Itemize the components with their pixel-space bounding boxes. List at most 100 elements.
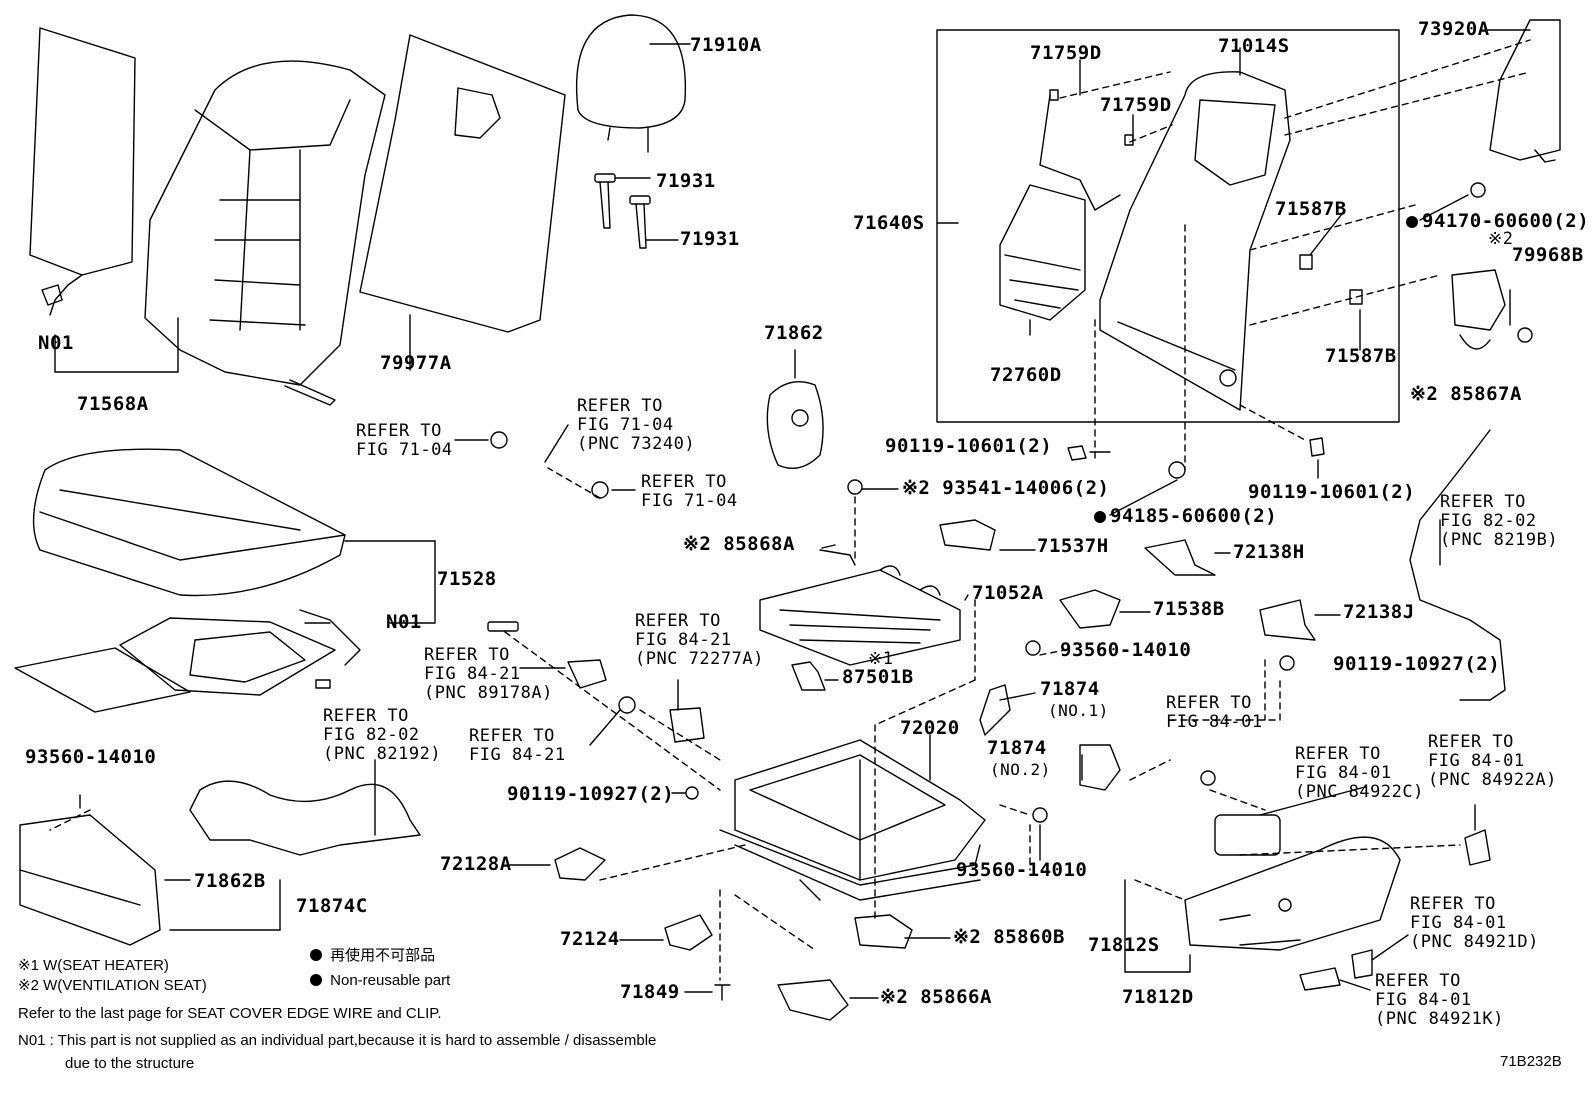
ref-fig-84-21[interactable]: REFER TO FIG 84-21 [469, 726, 566, 765]
bracket-72138J [1259, 599, 1316, 641]
headrest [575, 14, 691, 153]
part-71931-a[interactable]: 71931 [656, 170, 716, 192]
non-reusable-dot-icon [1406, 216, 1418, 228]
cushion-heater-mat [14, 609, 361, 713]
part-72138H[interactable]: 72138H [1233, 541, 1305, 563]
ref-fig-84-01-pnc84921K[interactable]: REFER TO FIG 84-01 (PNC 84921K) [1375, 971, 1504, 1029]
clip-71874-no2 [1079, 744, 1121, 791]
frame-leaders [1059, 39, 1531, 471]
seatback-cover [144, 60, 386, 406]
part-85866A[interactable]: ※2 85866A [880, 986, 992, 1008]
side-shield-73920A [1489, 19, 1561, 163]
ref-fig-84-01-pnc84922C[interactable]: REFER TO FIG 84-01 (PNC 84922C) [1295, 744, 1424, 802]
bolt-leaders-upper [547, 467, 856, 561]
part-71812S[interactable]: 71812S [1088, 934, 1160, 956]
part-90119-10927-a[interactable]: 90119-10927(2) [1333, 653, 1501, 675]
ref-fig-84-21-pnc89178A[interactable]: REFER TO FIG 84-21 (PNC 89178A) [424, 645, 553, 703]
part-71862B[interactable]: 71862B [194, 870, 266, 892]
bracket-72138H [1144, 539, 1216, 576]
part-71759D-b[interactable]: 71759D [1100, 94, 1172, 116]
ref-fig-84-21-pnc72277A[interactable]: REFER TO FIG 84-21 (PNC 72277A) [635, 611, 764, 669]
legend-w1: ※1 W(SEAT HEATER) [18, 957, 169, 974]
side-shield-71812 [1124, 836, 1401, 973]
ref-fig-71-04-b[interactable]: REFER TO FIG 71-04 [641, 472, 738, 511]
non-reusable-dot-icon [1094, 511, 1106, 523]
part-N01-back: N01 [38, 332, 74, 354]
part-71587B-a[interactable]: 71587B [1275, 198, 1347, 220]
bolt-93560-a [1025, 640, 1041, 656]
part-72124[interactable]: 72124 [560, 928, 620, 950]
seatback-board [359, 34, 566, 371]
bolts-upper [490, 431, 1325, 499]
note-edge-wire: Refer to the last page for SEAT COVER ED… [18, 1005, 442, 1022]
bolt-90119-10927 [685, 786, 699, 800]
part-71052A[interactable]: 71052A [972, 582, 1044, 604]
part-90119-10927-b[interactable]: 90119-10927(2) [507, 783, 675, 805]
part-71587B-b[interactable]: 71587B [1325, 345, 1397, 367]
part-71874-no1[interactable]: 71874 [1040, 678, 1100, 700]
part-93560-14010-c[interactable]: 93560-14010 [25, 746, 157, 768]
part-93541[interactable]: ※2 93541-14006(2) [902, 477, 1110, 499]
seat-adjuster [719, 739, 986, 901]
part-71528[interactable]: 71528 [437, 568, 497, 590]
leaders-solid [304, 29, 1531, 999]
part-72020[interactable]: 72020 [900, 717, 960, 739]
part-87501B[interactable]: 87501B [842, 666, 914, 688]
ref-fig-84-01-pnc84922A[interactable]: REFER TO FIG 84-01 (PNC 84922A) [1428, 732, 1557, 790]
part-72760D[interactable]: 72760D [990, 364, 1062, 386]
ref-fig-82-02-pnc82192[interactable]: REFER TO FIG 82-02 (PNC 82192) [323, 706, 442, 764]
part-85867A[interactable]: ※2 85867A [1410, 383, 1522, 405]
part-71538B[interactable]: 71538B [1153, 598, 1225, 620]
part-71874-no2[interactable]: 71874 [987, 737, 1047, 759]
ref-fig-84-01-a[interactable]: REFER TO FIG 84-01 [1166, 693, 1263, 732]
bolt-90119-10927-b [1279, 655, 1295, 671]
ref-fig-71-04-a[interactable]: REFER TO FIG 71-04 [356, 421, 453, 460]
part-85860B[interactable]: ※2 85860B [953, 926, 1065, 948]
blower-85860B [854, 914, 913, 949]
seatback-pad-heater [29, 27, 179, 373]
legend-en: Non-reusable part [310, 972, 450, 990]
part-94170[interactable]: 94170-60600(2) [1406, 212, 1589, 231]
cover-72128A [554, 847, 606, 881]
part-71812D[interactable]: 71812D [1122, 986, 1194, 1008]
ref-fig-84-01-pnc84921D[interactable]: REFER TO FIG 84-01 (PNC 84921D) [1410, 894, 1539, 952]
part-71759D-a[interactable]: 71759D [1030, 42, 1102, 64]
ref-fig-71-04-pnc73240[interactable]: REFER TO FIG 71-04 (PNC 73240) [577, 396, 696, 454]
harness-82192 [189, 780, 421, 856]
clip-71587B-a [1299, 254, 1313, 270]
part-93560-14010-b[interactable]: 93560-14010 [956, 859, 1088, 881]
cover-71862 [766, 349, 824, 469]
part-85868A[interactable]: ※2 85868A [683, 533, 795, 555]
connector-87501B [791, 661, 826, 691]
part-94185[interactable]: 94185-60600(2) [1094, 507, 1277, 526]
leaders-mid [49, 599, 1461, 981]
front-cover-71874C [19, 794, 281, 946]
part-71640S[interactable]: 71640S [853, 212, 925, 234]
part-N01-cushion: N01 [386, 611, 422, 633]
legend-w2: ※2 W(VENTILATION SEAT) [18, 977, 207, 994]
part-71874C[interactable]: 71874C [296, 895, 368, 917]
part-71910A[interactable]: 71910A [690, 34, 762, 56]
part-79968B[interactable]: 79968B [1512, 244, 1584, 266]
part-71931-b[interactable]: 71931 [680, 228, 740, 250]
part-90119-10601-a[interactable]: 90119-10601(2) [885, 435, 1053, 457]
part-79977A[interactable]: 79977A [380, 352, 452, 374]
part-73920A[interactable]: 73920A [1418, 18, 1490, 40]
ref-fig-82-02-pnc8219B[interactable]: REFER TO FIG 82-02 (PNC 8219B) [1440, 492, 1559, 550]
seatback-frame-box [936, 29, 1400, 423]
part-71568A[interactable]: 71568A [77, 393, 149, 415]
blower-79968B [1451, 182, 1533, 350]
part-90119-10601-b[interactable]: 90119-10601(2) [1248, 481, 1416, 503]
part-71874-no1-sub: (NO.1) [1048, 701, 1109, 720]
part-71014S[interactable]: 71014S [1218, 35, 1290, 57]
part-93560-14010-a[interactable]: 93560-14010 [1060, 639, 1192, 661]
part-71862[interactable]: 71862 [764, 322, 824, 344]
bracket-71538B [1059, 589, 1121, 629]
part-71537H[interactable]: 71537H [1037, 535, 1109, 557]
nut-84-21 [618, 696, 636, 714]
part-71849[interactable]: 71849 [620, 981, 680, 1003]
part-72138J[interactable]: 72138J [1343, 601, 1415, 623]
part-72128A[interactable]: 72128A [440, 853, 512, 875]
mark-79968B: ※2 [1488, 229, 1514, 249]
